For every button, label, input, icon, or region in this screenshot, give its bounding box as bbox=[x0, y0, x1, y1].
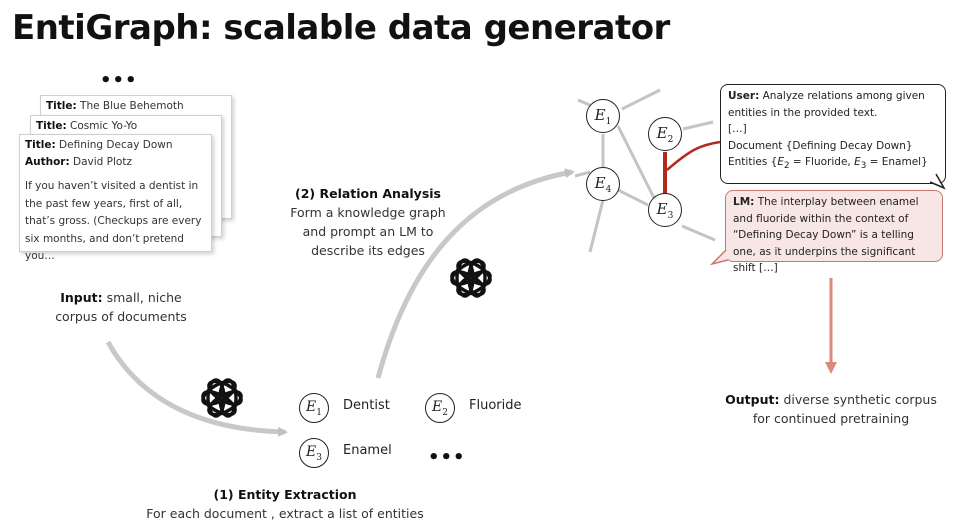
relation-analysis-caption: (2) Relation Analysis Form a knowledge g… bbox=[290, 186, 446, 258]
entity-label: Dentist bbox=[343, 398, 390, 413]
entity-circle-e1: E1 bbox=[299, 393, 329, 423]
graph-node-e4: E4 bbox=[586, 167, 620, 201]
output-caption: Output: diverse synthetic corpus for con… bbox=[725, 392, 937, 426]
document-author: Author: David Plotz bbox=[25, 156, 132, 168]
input-caption: Input: small, niche corpus of documents bbox=[55, 290, 187, 324]
entity-extraction-caption: (1) Entity Extraction For each document … bbox=[146, 487, 424, 521]
openai-logo-icon bbox=[201, 378, 243, 418]
graph-node-e2: E2 bbox=[648, 117, 682, 151]
openai-logo-icon bbox=[450, 258, 492, 298]
input-to-extraction-arrow bbox=[105, 340, 288, 437]
document-card-1: Title: Defining Decay Down Author: David… bbox=[19, 134, 212, 262]
lm-bubble-tail bbox=[710, 249, 729, 266]
graph-edges bbox=[574, 88, 716, 253]
entity-label: Fluoride bbox=[469, 398, 522, 413]
entity-circle-e3: E3 bbox=[299, 438, 329, 468]
user-bubble-tail bbox=[930, 173, 946, 190]
more-documents-ellipsis: ••• bbox=[100, 70, 138, 91]
page-title: EntiGraph: scalable data generator bbox=[12, 8, 670, 48]
document-title: Title: Defining Decay Down bbox=[25, 139, 173, 151]
user-prompt-bubble: User: Analyze relations among given enti… bbox=[720, 84, 946, 184]
extraction-to-graph-arrow bbox=[375, 168, 575, 379]
graph-node-e3: E3 bbox=[648, 193, 682, 227]
entity-circle-e2: E2 bbox=[425, 393, 455, 423]
highlight-connector bbox=[666, 140, 721, 171]
document-body: If you haven’t visited a dentist in the … bbox=[25, 180, 202, 262]
more-entities-ellipsis: ••• bbox=[428, 447, 466, 468]
entity-label: Enamel bbox=[343, 443, 392, 458]
lm-response-bubble: LM: The interplay between enamel and flu… bbox=[725, 190, 943, 274]
graph-node-e1: E1 bbox=[586, 99, 620, 133]
